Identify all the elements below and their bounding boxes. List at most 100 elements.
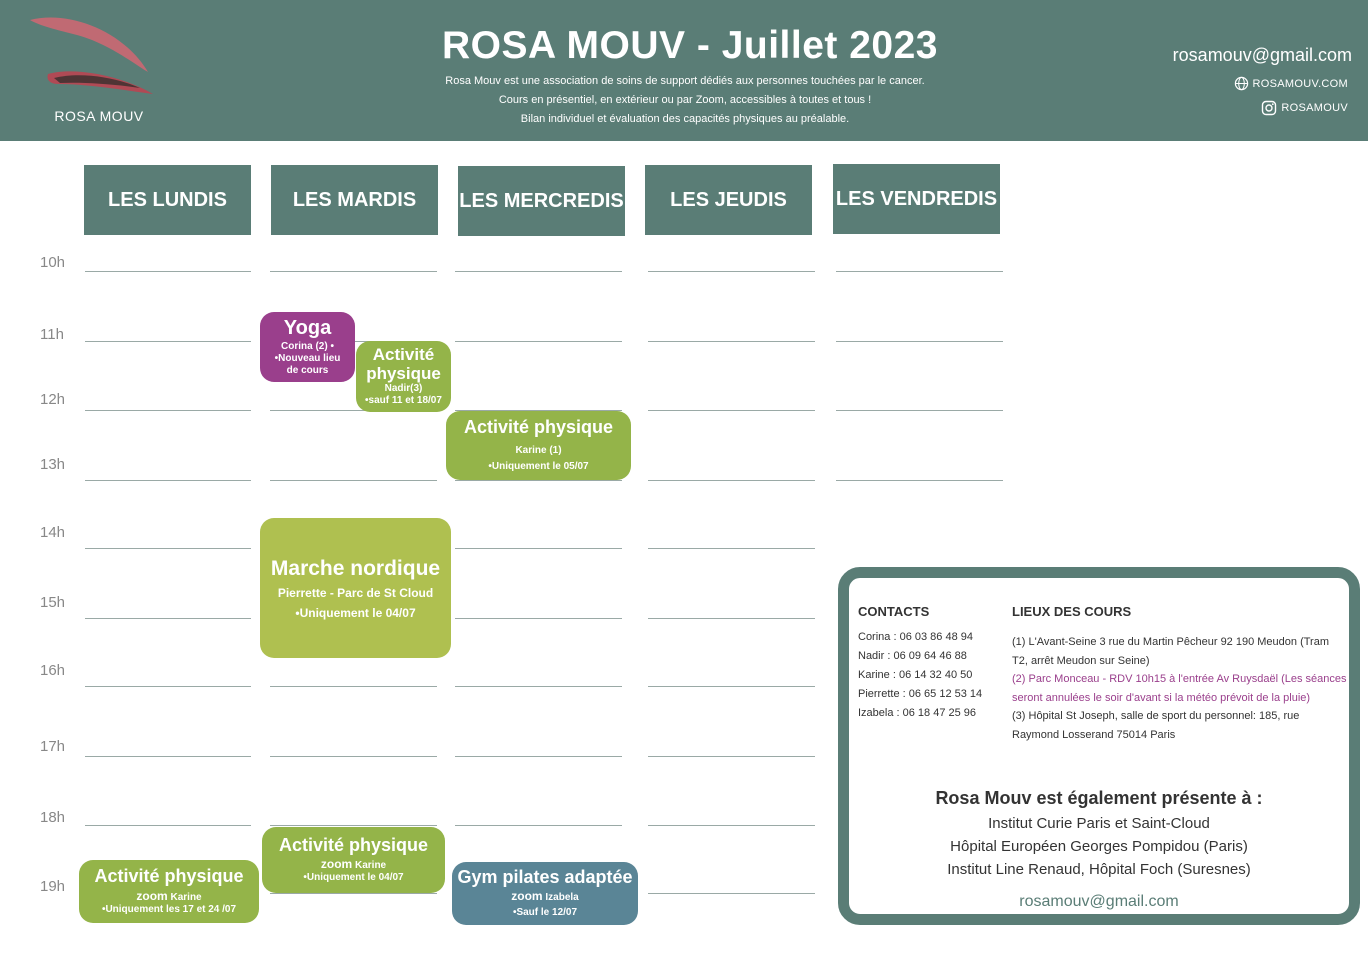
globe-icon (1234, 76, 1248, 91)
grid-line (648, 893, 815, 894)
day-header-lundi: LES LUNDIS (84, 165, 251, 235)
class-note: •Uniquement le 04/07 (295, 605, 416, 620)
class-note: •sauf 11 et 18/07 (365, 395, 442, 407)
class-coach: Izabela (545, 892, 579, 904)
subtitle-line-1: Rosa Mouv est une association de soins d… (445, 75, 925, 87)
instagram-icon (1262, 100, 1277, 116)
grid-line (85, 271, 251, 272)
lieux-list: (1) L'Avant-Seine 3 rue du Martin Pêcheu… (1012, 633, 1347, 744)
class-activite-lundi-soir[interactable]: Activité physique zoom Karine •Uniquemen… (79, 860, 259, 923)
contacts-heading: CONTACTS (858, 604, 930, 619)
hour-label: 10h (40, 254, 66, 271)
grid-line (455, 410, 622, 411)
presence-line: Institut Curie Paris et Saint-Cloud (988, 815, 1210, 832)
grid-line (270, 480, 437, 481)
grid-line (648, 271, 815, 272)
grid-line (648, 410, 815, 411)
grid-line (85, 686, 251, 687)
class-coach: Karine (1) (515, 444, 562, 456)
class-note: •Nouveau lieu (274, 353, 341, 364)
class-coach: Karine (170, 891, 202, 903)
zoom-label: zoom (320, 857, 353, 872)
class-activite-mercredi[interactable]: Activité physique Karine (1) •Uniquement… (446, 411, 631, 480)
class-coach: Nadir(3) (384, 383, 423, 395)
page-title: ROSA MOUV - Juillet 2023 (441, 24, 938, 67)
hour-label: 18h (40, 809, 66, 826)
class-title: Activité physique (94, 866, 244, 887)
contact-item: Nadir : 06 09 64 46 88 (858, 650, 967, 662)
instagram-link[interactable]: ROSAMOUV (1261, 100, 1348, 116)
logo-text: ROSA MOUV (54, 108, 144, 124)
grid-line (836, 271, 1003, 272)
lieu-item: (1) L'Avant-Seine 3 rue du Martin Pêcheu… (1012, 636, 1329, 667)
hour-label: 14h (40, 524, 66, 541)
lieu-item: (3) Hôpital St Joseph, salle de sport du… (1012, 710, 1300, 741)
lieux-heading: LIEUX DES COURS (1012, 604, 1132, 619)
subtitle-line-2: Cours en présentiel, en extérieur ou par… (498, 94, 872, 106)
class-title: Activité physique (278, 834, 429, 855)
class-note: de cours (286, 365, 329, 376)
hour-label: 17h (40, 738, 66, 755)
class-gym-pilates-mercredi[interactable]: Gym pilates adaptée zoom Izabela •Sauf l… (452, 862, 638, 925)
grid-line (455, 480, 622, 481)
zoom-label: zoom (136, 888, 168, 903)
class-activite-mardi-soir[interactable]: Activité physique zoom Karine •Uniquemen… (262, 827, 445, 893)
grid-line (270, 686, 437, 687)
class-note: •Uniquement le 05/07 (488, 460, 589, 472)
grid-line (85, 618, 251, 619)
grid-line (836, 480, 1003, 481)
class-yoga-mardi[interactable]: Yoga Corina (2) • •Nouveau lieu de cours (260, 312, 355, 382)
class-coach: Pierrette - Parc de St Cloud (277, 585, 434, 600)
grid-line (270, 893, 437, 894)
hour-label: 11h (40, 326, 64, 343)
footer-email-link[interactable]: rosamouv@gmail.com (1019, 893, 1179, 910)
website-link[interactable]: ROSAMOUV.COM (1234, 76, 1348, 91)
grid-line (455, 548, 622, 549)
grid-line (648, 480, 815, 481)
grid-line (648, 548, 815, 549)
contacts-list: Corina : 06 03 86 48 94 Nadir : 06 09 64… (858, 628, 982, 723)
grid-line (270, 271, 437, 272)
rosa-mouv-logo: ROSA MOUV (24, 10, 174, 130)
day-header-jeudi: LES JEUDIS (645, 165, 812, 235)
grid-line (455, 271, 622, 272)
presence-title: Rosa Mouv est également présente à : (935, 788, 1263, 808)
grid-line (85, 825, 251, 826)
class-activite-mardi-midi[interactable]: Activité physique Nadir(3) •sauf 11 et 1… (356, 341, 451, 412)
class-title: Gym pilates adaptée (457, 866, 633, 887)
class-note: •Uniquement le 04/07 (303, 872, 404, 884)
subtitle-line-3: Bilan individuel et évaluation des capac… (520, 113, 850, 125)
grid-line (270, 756, 437, 757)
contact-item: Pierrette : 06 65 12 53 14 (858, 688, 983, 700)
grid-line (270, 825, 437, 826)
class-title: physique (366, 363, 441, 383)
grid-line (648, 341, 815, 342)
day-header-mardi: LES MARDIS (271, 165, 438, 235)
class-note: •Uniquement les 17 et 24 /07 (101, 903, 237, 915)
class-marche-nordique-mardi[interactable]: Marche nordique Pierrette - Parc de St C… (260, 518, 451, 658)
ribbon-logo-icon (30, 17, 153, 94)
website-text: ROSAMOUV.COM (1252, 77, 1348, 90)
day-header-vendredi: LES VENDREDIS (833, 164, 1000, 234)
grid-line (85, 548, 251, 549)
info-box: CONTACTS LIEUX DES COURS Corina : 06 03 … (838, 567, 1360, 925)
hour-label: 19h (40, 878, 66, 895)
presence-section: Rosa Mouv est également présente à : Ins… (849, 788, 1349, 881)
header-email-link[interactable]: rosamouv@gmail.com (1172, 45, 1352, 65)
hour-label: 13h (40, 456, 66, 473)
class-coach: Karine (355, 860, 387, 872)
zoom-label: zoom (511, 889, 543, 904)
contact-item: Karine : 06 14 32 40 50 (858, 669, 973, 681)
grid-line (455, 756, 622, 757)
grid-line (836, 410, 1003, 411)
grid-line (648, 618, 815, 619)
grid-line (455, 618, 622, 619)
class-title: Marche nordique (270, 557, 441, 581)
header-banner: ROSA MOUV ROSA MOUV - Juillet 2023 Rosa … (0, 0, 1368, 141)
grid-line (85, 756, 251, 757)
contact-item: Izabela : 06 18 47 25 96 (858, 707, 977, 719)
grid-line (648, 756, 815, 757)
presence-line: Institut Line Renaud, Hôpital Foch (Sure… (947, 861, 1251, 878)
grid-line (85, 341, 251, 342)
grid-line (648, 825, 815, 826)
